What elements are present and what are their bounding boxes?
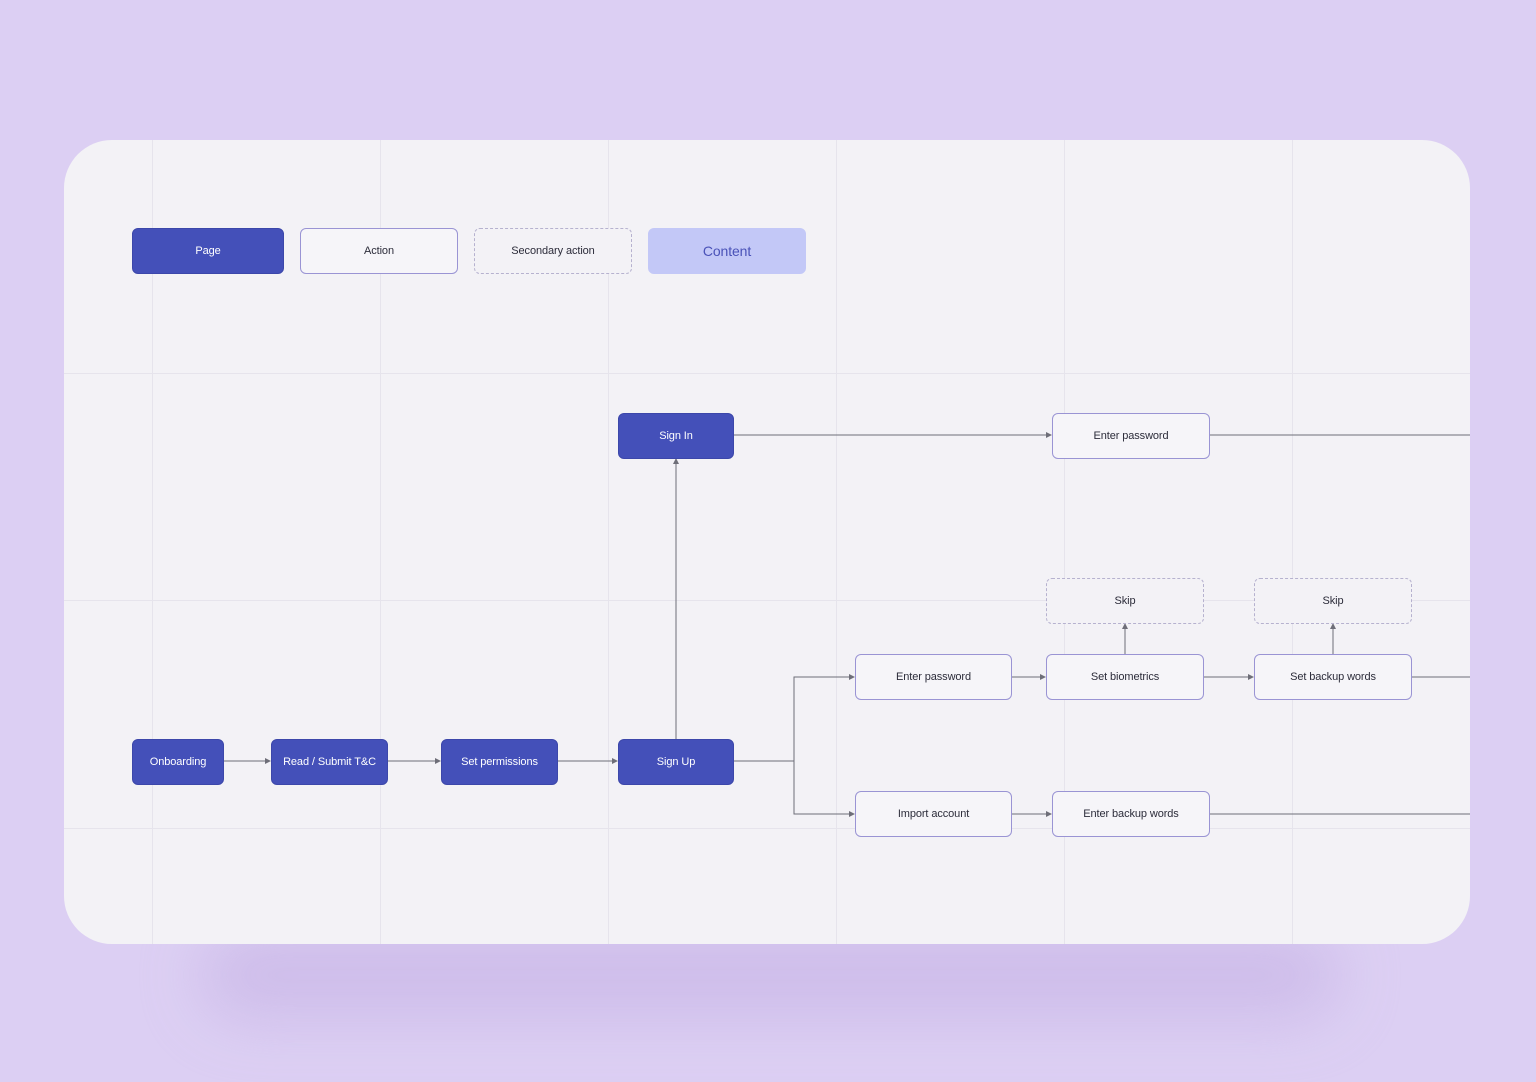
node-skip-biometrics[interactable]: Skip [1046,578,1204,624]
node-sign-up[interactable]: Sign Up [618,739,734,785]
node-set-backup-words[interactable]: Set backup words [1254,654,1412,700]
legend-secondary-action: Secondary action [474,228,632,274]
node-enter-backup-words[interactable]: Enter backup words [1052,791,1210,837]
edge-signup-import [793,761,855,817]
legend-action: Action [300,228,458,274]
node-enter-password-signup[interactable]: Enter password [855,654,1012,700]
edge-signup-branch [734,674,855,762]
node-set-biometrics[interactable]: Set biometrics [1046,654,1204,700]
node-read-submit-tc[interactable]: Read / Submit T&C [271,739,388,785]
legend-content: Content [648,228,806,274]
grid-line [1292,140,1293,944]
grid-line [1064,140,1065,944]
flow-canvas: Page Action Secondary action Content Onb… [64,140,1470,944]
grid-line [380,140,381,944]
grid-line [64,373,1470,374]
grid-line [608,140,609,944]
grid-line [64,600,1470,601]
connector-layer [224,432,1470,817]
grid-line [836,140,837,944]
legend-page: Page [132,228,284,274]
node-sign-in[interactable]: Sign In [618,413,734,459]
grid-line [64,828,1470,829]
node-onboarding[interactable]: Onboarding [132,739,224,785]
node-import-account[interactable]: Import account [855,791,1012,837]
node-set-permissions[interactable]: Set permissions [441,739,558,785]
card-shadow [200,930,1340,1020]
node-enter-password-signin[interactable]: Enter password [1052,413,1210,459]
node-skip-backup[interactable]: Skip [1254,578,1412,624]
grid-line [152,140,153,944]
